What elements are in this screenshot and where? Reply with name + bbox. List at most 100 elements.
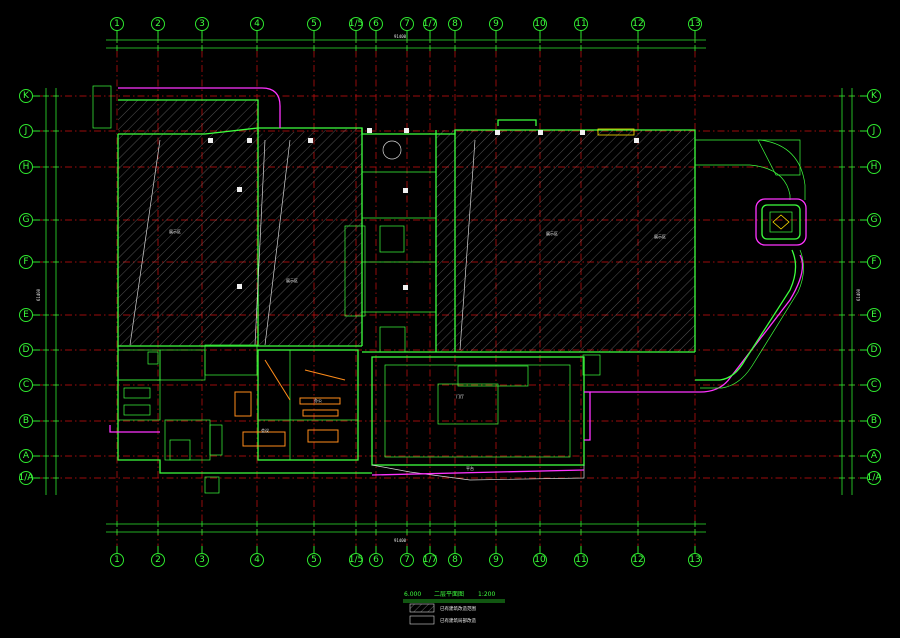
axis-bubble-x-top-7: 7 (400, 17, 414, 38)
dim-overall-left: 61400 (36, 288, 41, 301)
caption-elevation: 6.000 (404, 591, 421, 598)
axis-bubble-x-top-3: 4 (250, 17, 264, 38)
svg-text:4: 4 (254, 19, 260, 29)
svg-text:7: 7 (404, 19, 410, 29)
axis-bubble-x-top-8: 1/7 (423, 17, 437, 38)
room-label-6: 门厅 (456, 393, 464, 399)
hatch-area-north (118, 100, 258, 134)
svg-text:2: 2 (155, 555, 161, 565)
svg-text:6: 6 (373, 19, 379, 29)
hatch-area-strip (436, 130, 455, 352)
axis-bubble-y-left-4: F (19, 255, 40, 269)
dim-overall-right: 61400 (856, 288, 861, 301)
axis-bubble-x-bottom-3: 4 (250, 546, 264, 567)
axis-bubble-y-right-5: E (860, 308, 881, 322)
svg-text:B: B (871, 416, 877, 426)
svg-text:1/5: 1/5 (349, 555, 363, 565)
svg-text:8: 8 (452, 19, 458, 29)
svg-text:1/A: 1/A (867, 473, 883, 483)
svg-text:13: 13 (689, 555, 700, 565)
svg-text:G: G (871, 215, 878, 225)
axis-bubble-y-left-7: C (19, 378, 40, 392)
svg-text:5: 5 (311, 19, 317, 29)
axis-bubble-y-right-6: D (860, 343, 881, 357)
axis-bubble-y-right-10: 1/A (860, 471, 883, 485)
svg-text:A: A (871, 451, 878, 461)
axis-bubble-y-right-9: A (860, 449, 881, 463)
svg-text:C: C (871, 380, 877, 390)
axis-bubble-y-right-1: J (860, 124, 881, 138)
svg-text:6: 6 (373, 555, 379, 565)
svg-text:D: D (23, 345, 30, 355)
svg-text:G: G (23, 215, 30, 225)
axis-bubble-y-right-8: B (860, 414, 881, 428)
legend-swatch-1 (409, 615, 435, 625)
axis-bubble-y-right-4: F (860, 255, 881, 269)
axis-bubbles: 11223344551/51/566771/71/788991010111112… (19, 17, 883, 567)
dim-overall-bottom: 91400 (394, 538, 407, 543)
svg-text:4: 4 (254, 555, 260, 565)
hatch-area-center (258, 128, 362, 346)
axis-bubble-x-top-2: 3 (195, 17, 209, 38)
axis-bubble-x-bottom-6: 6 (369, 546, 383, 567)
axis-bubble-y-right-3: G (860, 213, 881, 227)
room-label-4: 办公 (314, 397, 322, 403)
axis-bubble-x-bottom-13: 12 (631, 546, 645, 567)
axis-bubble-y-right-7: C (860, 378, 881, 392)
svg-text:1/7: 1/7 (423, 555, 437, 565)
axis-bubble-y-left-3: G (19, 213, 40, 227)
axis-bubble-x-top-1: 2 (151, 17, 165, 38)
room-label-3: 展示区 (654, 233, 666, 239)
svg-text:9: 9 (493, 19, 499, 29)
svg-text:13: 13 (689, 19, 700, 29)
svg-text:A: A (23, 451, 30, 461)
svg-text:D: D (871, 345, 878, 355)
axis-bubble-x-top-6: 6 (369, 17, 383, 38)
axis-bubble-x-bottom-12: 11 (574, 546, 588, 567)
room-label-7: 平台 (466, 465, 474, 471)
axis-bubble-x-bottom-11: 10 (533, 546, 547, 567)
drawing-caption: 6.000 二层平面图 1:200 (403, 591, 505, 603)
svg-text:J: J (872, 126, 876, 136)
axis-bubble-x-bottom-4: 5 (307, 546, 321, 567)
caption-scale: 1:200 (478, 591, 495, 598)
svg-text:2: 2 (155, 19, 161, 29)
svg-text:12: 12 (632, 19, 643, 29)
svg-text:F: F (871, 257, 876, 267)
svg-text:K: K (23, 91, 30, 101)
building-outline (92, 85, 807, 494)
svg-text:11: 11 (575, 555, 586, 565)
axis-bubble-x-top-13: 12 (631, 17, 645, 38)
axis-bubble-x-bottom-0: 1 (110, 546, 124, 567)
axis-bubble-y-right-2: H (860, 160, 881, 174)
axis-bubble-x-bottom-1: 2 (151, 546, 165, 567)
axis-bubble-y-left-10: 1/A (19, 471, 40, 485)
axis-bubble-x-bottom-10: 9 (489, 546, 503, 567)
svg-text:9: 9 (493, 555, 499, 565)
axis-bubble-y-left-0: K (19, 89, 40, 103)
axis-bubble-x-bottom-9: 8 (448, 546, 462, 567)
svg-text:K: K (871, 91, 878, 101)
svg-text:E: E (23, 310, 29, 320)
axis-bubble-y-left-2: H (19, 160, 40, 174)
axis-bubble-x-top-11: 10 (533, 17, 547, 38)
svg-text:E: E (871, 310, 877, 320)
axis-bubble-x-bottom-5: 1/5 (349, 546, 363, 567)
axis-bubble-x-top-14: 13 (688, 17, 702, 38)
svg-text:1/7: 1/7 (423, 19, 437, 29)
axis-bubble-x-top-10: 9 (489, 17, 503, 38)
axis-bubble-y-right-0: K (860, 89, 881, 103)
axis-bubble-x-bottom-14: 13 (688, 546, 702, 567)
axis-bubble-x-top-0: 1 (110, 17, 124, 38)
axis-bubble-y-left-1: J (19, 124, 40, 138)
room-label-5: 会议 (261, 427, 269, 433)
svg-text:C: C (23, 380, 29, 390)
axis-bubble-x-bottom-2: 3 (195, 546, 209, 567)
room-label-1: 展示区 (286, 277, 298, 283)
grid-lines (36, 36, 864, 548)
legend: 已有建筑改造范围 已有建筑局部改造 (409, 603, 476, 625)
svg-text:F: F (23, 257, 28, 267)
svg-text:11: 11 (575, 19, 586, 29)
svg-text:3: 3 (199, 555, 205, 565)
